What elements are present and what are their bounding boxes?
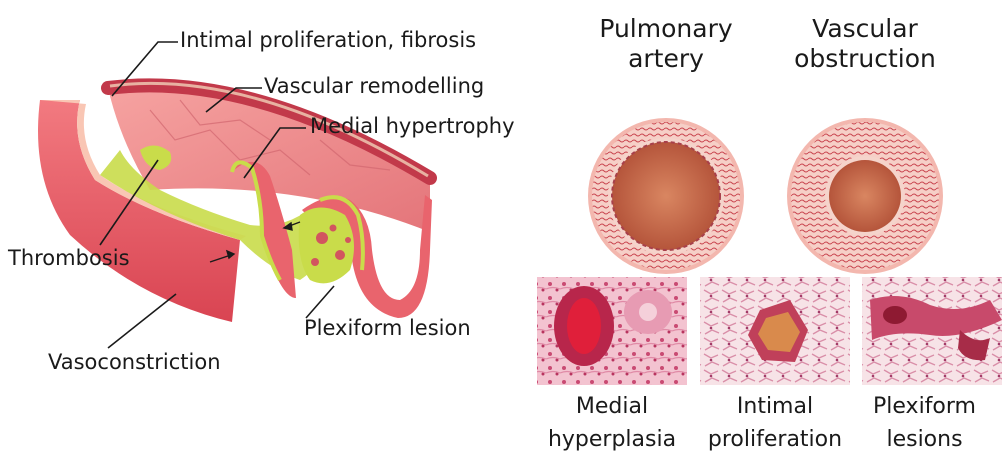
- header-vascular-obstruction: Vascular obstruction: [775, 14, 955, 74]
- cross-section-vascular-obstruction: [787, 118, 943, 274]
- label-intimal-proliferation: Intimal proliferation, fibrosis: [180, 30, 476, 51]
- header-line: artery: [576, 44, 756, 74]
- caption-medial-hyperplasia: Medial hyperplasia: [527, 390, 697, 456]
- label-vasoconstriction: Vasoconstriction: [48, 352, 221, 373]
- caption-line: hyperplasia: [527, 423, 697, 456]
- caption-plexiform-lesions: Plexiform lesions: [847, 390, 1002, 456]
- histology-intimal-proliferation: [700, 277, 850, 385]
- label-plexiform-lesion: Plexiform lesion: [304, 318, 471, 339]
- header-line: Pulmonary: [576, 14, 756, 44]
- label-thrombosis: Thrombosis: [8, 248, 130, 269]
- cross-section-pulmonary-artery: [588, 118, 744, 274]
- header-pulmonary-artery: Pulmonary artery: [576, 14, 756, 74]
- histology-medial-hyperplasia: [537, 277, 687, 385]
- header-line: Vascular: [775, 14, 955, 44]
- label-vascular-remodelling: Vascular remodelling: [264, 76, 484, 97]
- caption-line: lesions: [847, 423, 1002, 456]
- caption-line: Plexiform: [847, 390, 1002, 423]
- plexiform-blob: [299, 208, 354, 284]
- caption-intimal-proliferation: Intimal proliferation: [690, 390, 860, 456]
- label-medial-hypertrophy: Medial hypertrophy: [310, 116, 515, 137]
- caption-line: proliferation: [690, 423, 860, 456]
- caption-line: Intimal: [690, 390, 860, 423]
- header-line: obstruction: [775, 44, 955, 74]
- caption-line: Medial: [527, 390, 697, 423]
- histology-plexiform-lesions: [862, 277, 1002, 385]
